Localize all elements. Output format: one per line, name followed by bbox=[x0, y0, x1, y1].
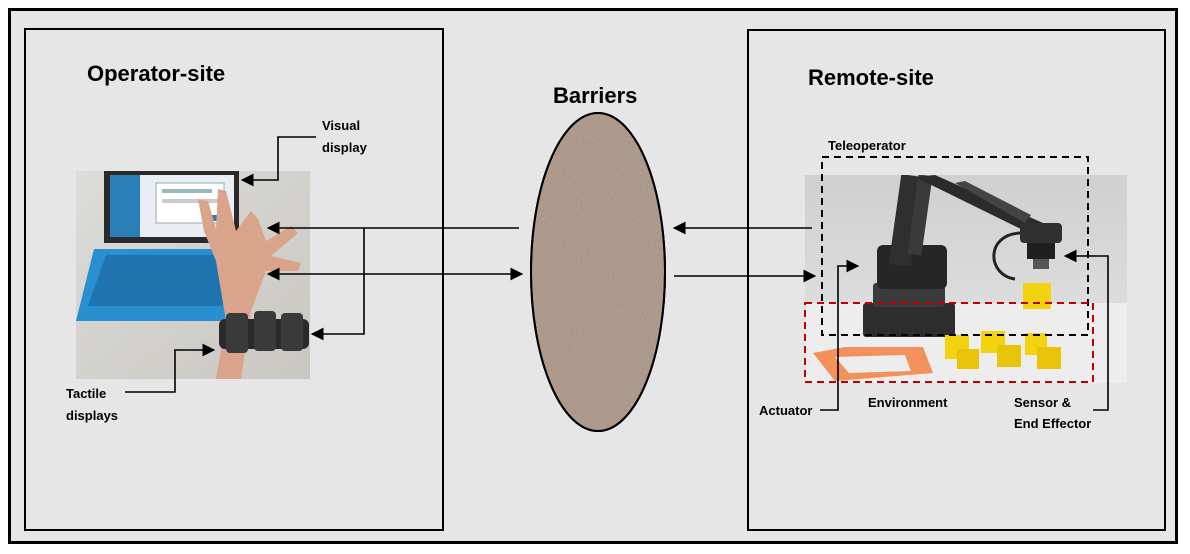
operator-arrows bbox=[125, 136, 524, 393]
barriers-title: Barriers bbox=[553, 83, 638, 108]
operator-photo bbox=[76, 171, 310, 379]
environment-box bbox=[804, 302, 1094, 383]
barrier-ellipse bbox=[530, 112, 666, 432]
tactile-displays-label-line2: displays bbox=[66, 408, 119, 423]
teleoperator-label: Teleoperator bbox=[828, 138, 906, 153]
teleoperator-box bbox=[821, 156, 1089, 336]
sensor-label-line2: End Effector bbox=[1014, 416, 1092, 431]
operator-photo-illustration bbox=[76, 171, 310, 379]
remote-photo bbox=[805, 175, 1127, 383]
sensor-label-line1: Sensor & bbox=[1014, 395, 1072, 410]
remote-arrows bbox=[672, 221, 1109, 411]
visual-display-label-line2: display bbox=[322, 140, 367, 155]
tactile-displays-label-line1: Tactile bbox=[66, 386, 107, 401]
remote-photo-illustration bbox=[805, 175, 1127, 383]
remote-site-title: Remote-site bbox=[808, 65, 934, 90]
actuator-label: Actuator bbox=[759, 403, 813, 418]
operator-site-title: Operator-site bbox=[87, 61, 226, 86]
environment-label: Environment bbox=[868, 395, 948, 410]
visual-display-label-line1: Visual bbox=[322, 118, 361, 133]
